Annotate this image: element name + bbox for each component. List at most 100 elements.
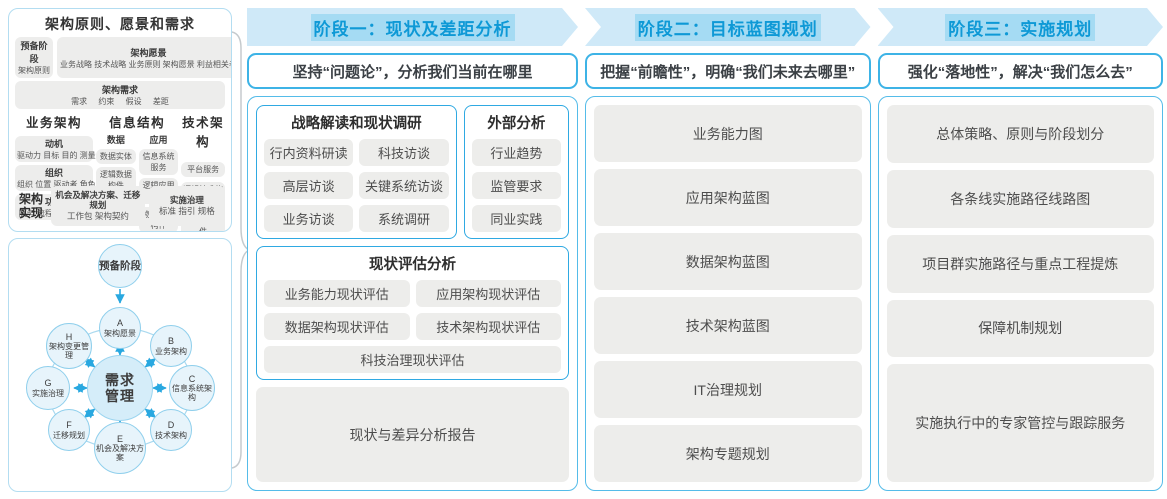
- external-item: 行业趋势: [471, 139, 561, 166]
- node-g-label: 实施治理: [32, 388, 64, 398]
- information-structure-column: 信息结构 数据 数据实体 逻辑数据构件 物理数据构件 应用 信息系统服务 逻辑应…: [96, 112, 179, 231]
- node-g-letter: G: [44, 378, 52, 389]
- phase1-content-panel: 战略解读和现状调研 行内资料研读 科技访谈 高层访谈 关键系统访谈 业务访谈 系…: [247, 96, 578, 491]
- opportunities-migration-box: 机会及解决方案、迁移规划 工作包 架构契约: [51, 186, 145, 226]
- node-e-label: 机会及解决方案: [96, 443, 144, 463]
- strategy-item: 关键系统访谈: [359, 172, 449, 199]
- motivation-sub: 驱动力 目标 目的 测量: [17, 151, 96, 160]
- data-entity-box: 数据实体: [96, 149, 136, 164]
- phase2-header: 阶段二：目标蓝图规划: [635, 14, 821, 41]
- prep-sub: 架构原则: [18, 66, 50, 75]
- phase1-banner: 阶段一：现状及差距分析: [247, 8, 578, 46]
- external-item: 同业实践: [471, 205, 561, 232]
- phase3-header: 阶段三：实施规划: [945, 14, 1095, 41]
- external-item: 监管要求: [471, 172, 561, 199]
- phase1-subtitle-box: 坚持“问题论”，分析我们当前在哪里: [247, 53, 578, 89]
- prep-title: 预备阶段: [20, 41, 48, 64]
- node-a-label: 架构愿景: [104, 328, 136, 338]
- external-group-title: 外部分析: [487, 116, 546, 132]
- framework-title: 架构原则、愿景和需求: [45, 16, 195, 32]
- opportunities-title: 机会及解决方案、迁移规划: [55, 189, 141, 210]
- node-a-letter: A: [116, 318, 123, 329]
- adm-node-c: C 信息系统架构: [169, 365, 215, 411]
- phase2-item: 技术架构蓝图: [594, 297, 862, 354]
- data-subtitle: 数据: [106, 135, 125, 145]
- architecture-content-framework-panel: 架构原则、愿景和需求 预备阶段 架构原则 架构愿景 业务战略 技术战略 业务原则…: [8, 8, 232, 232]
- motivation-title: 动机: [44, 139, 63, 149]
- impl-governance-title: 实施治理: [169, 194, 204, 205]
- phase2-banner: 阶段二：目标蓝图规划: [585, 8, 871, 46]
- external-analysis-group: 外部分析 行业趋势 监管要求 同业实践: [463, 105, 569, 239]
- platform-service-box: 平台服务: [181, 162, 225, 177]
- assessment-item: 业务能力现状评估: [264, 280, 410, 307]
- business-architecture-title: 业务架构: [25, 116, 82, 130]
- vision-title: 架构愿景: [130, 47, 167, 58]
- adm-preliminary-circle: 预备阶段: [98, 244, 142, 288]
- phase3-item: 实施执行中的专家管控与跟踪服务: [886, 364, 1154, 483]
- strategy-group-title: 战略解读和现状调研: [291, 116, 422, 132]
- node-h-label: 架构变更管理: [49, 341, 89, 361]
- node-d-label: 技术架构: [155, 430, 187, 440]
- phase2-column: 阶段二：目标蓝图规划 把握“前瞻性”，明确“我们未来去哪里” 业务能力图 应用架…: [585, 8, 871, 491]
- node-c-letter: C: [188, 373, 196, 384]
- assessment-group: 现状评估分析 业务能力现状评估 应用架构现状评估 数据架构现状评估 技术架构现状…: [256, 246, 569, 380]
- architecture-domains-row: 业务架构 动机 驱动力 目标 目的 测量 组织 组织 位置 驱动者 角色 功能 …: [15, 112, 225, 231]
- phase3-column: 阶段三：实施规划 强化“落地性”，解决“我们怎么去” 总体策略、原则与阶段划分 …: [877, 8, 1164, 491]
- phases-container: 阶段一：现状及差距分析 坚持“问题论”，分析我们当前在哪里 战略解读和现状调研 …: [247, 8, 1163, 491]
- node-c-label: 信息系统架构: [172, 383, 212, 403]
- phase2-item: 业务能力图: [594, 105, 862, 162]
- information-structure-title: 信息结构: [109, 116, 166, 130]
- phase2-content-panel: 业务能力图 应用架构蓝图 数据架构蓝图 技术架构蓝图 IT治理规划 架构专题规划: [585, 96, 871, 491]
- realization-label: 架构实现: [18, 191, 43, 220]
- architecture-vision-box: 架构愿景 业务战略 技术战略 业务原则 架构愿景 利益相关者: [57, 37, 231, 78]
- motivation-box: 动机 驱动力 目标 目的 测量: [15, 136, 96, 162]
- phase2-item: 架构专题规划: [594, 425, 862, 482]
- application-subtitle: 应用: [149, 135, 168, 145]
- business-architecture-column: 业务架构 动机 驱动力 目标 目的 测量 组织 组织 位置 驱动者 角色 功能 …: [15, 112, 96, 220]
- strategy-item: 系统调研: [359, 205, 449, 232]
- prep-vision-row: 预备阶段 架构原则 架构愿景 业务战略 技术战略 业务原则 架构愿景 利益相关者: [15, 37, 231, 78]
- phase3-subtitle-box: 强化“落地性”，解决“我们怎么去”: [877, 53, 1163, 89]
- phase3-content-panel: 总体策略、原则与阶段划分 各条线实施路径线路图 项目群实施路径与重点工程提炼 保…: [877, 96, 1163, 491]
- phase2-item: 应用架构蓝图: [594, 169, 862, 226]
- preliminary-phase-box: 预备阶段 架构原则: [15, 37, 53, 78]
- assessment-item: 科技治理现状评估: [264, 346, 561, 373]
- organization-title: 组织: [44, 168, 63, 178]
- architecture-realization-row: 架构实现 机会及解决方案、迁移规划 工作包 架构契约 实施治理 标准 指引 规格: [15, 186, 225, 226]
- strategy-item: 高层访谈: [264, 172, 354, 199]
- technology-architecture-column: 技术架构 平台服务 逻辑技术构件 物理技术构件: [181, 112, 225, 231]
- assessment-item: 技术架构现状评估: [415, 313, 561, 340]
- phase2-item: 数据架构蓝图: [594, 233, 862, 290]
- phase3-item: 总体策略、原则与阶段划分: [886, 105, 1154, 163]
- phase2-subtitle-box: 把握“前瞻性”，明确“我们未来去哪里”: [585, 53, 871, 89]
- node-f-letter: F: [66, 420, 72, 431]
- adm-requirements-management-circle: 需求管理: [87, 355, 153, 421]
- adm-cycle-panel: 预备阶段 需求管理 A 架构愿景 B 业务架构 C 信息系统架构 D 技术架构 …: [8, 238, 232, 492]
- assessment-item: 应用架构现状评估: [415, 280, 561, 307]
- node-b-label: 业务架构: [155, 346, 187, 356]
- assessment-group-title: 现状评估分析: [369, 257, 456, 273]
- node-f-label: 迁移规划: [53, 430, 85, 440]
- node-d-letter: D: [167, 420, 175, 431]
- organization-sub: 组织 位置 驱动者 角色: [17, 180, 96, 189]
- adm-node-d: D 技术架构: [150, 409, 192, 451]
- adm-node-h: H 架构变更管理: [46, 323, 92, 369]
- strategy-item: 行内资料研读: [264, 139, 354, 166]
- adm-node-f: F 迁移规划: [48, 409, 90, 451]
- strategy-item: 业务访谈: [264, 205, 354, 232]
- adm-node-e: E 机会及解决方案: [94, 422, 146, 474]
- adm-node-a: A 架构愿景: [99, 307, 141, 349]
- implementation-governance-box: 实施治理 标准 指引 规格: [148, 186, 225, 226]
- technology-architecture-title: 技术架构: [182, 116, 225, 149]
- opportunities-sub: 工作包 架构契约: [66, 211, 129, 222]
- adm-node-g: G 实施治理: [26, 366, 70, 410]
- strategy-research-group: 战略解读和现状调研 行内资料研读 科技访谈 高层访谈 关键系统访谈 业务访谈 系…: [256, 105, 457, 239]
- phase3-item: 保障机制规划: [886, 299, 1154, 358]
- node-h-letter: H: [65, 331, 73, 342]
- phase2-item: IT治理规划: [594, 361, 862, 418]
- phase3-banner: 阶段三：实施规划: [878, 8, 1164, 46]
- impl-governance-sub: 标准 指引 规格: [159, 206, 215, 217]
- node-e-letter: E: [116, 433, 123, 444]
- phase3-item: 各条线实施路径线路图: [886, 169, 1154, 228]
